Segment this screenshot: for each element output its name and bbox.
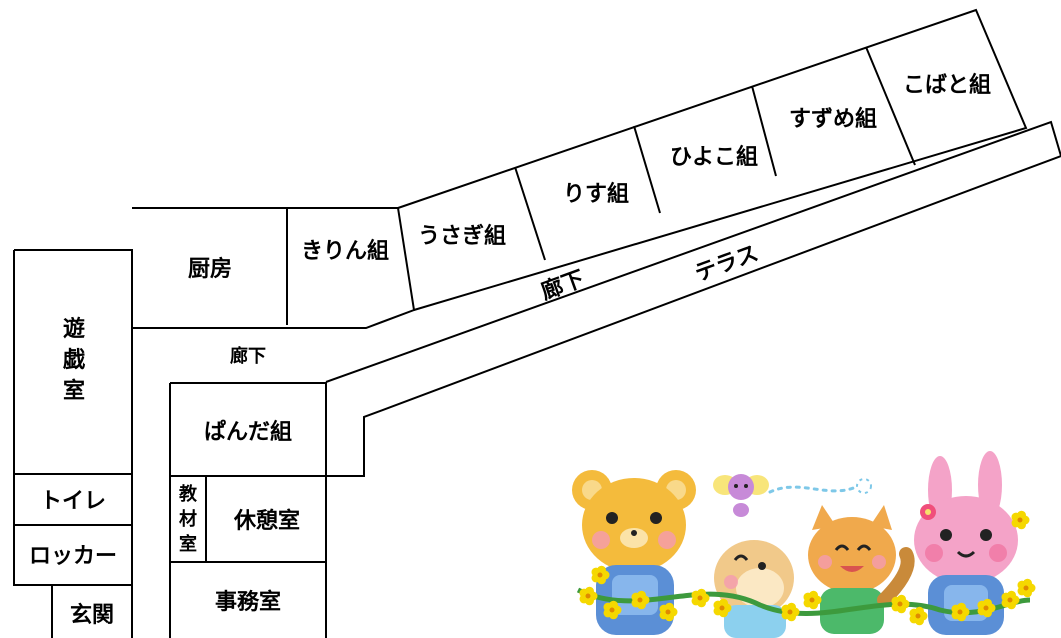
- room-materials-1: 教: [179, 483, 198, 505]
- flower-icon: [951, 602, 970, 622]
- bee-icon: [713, 474, 769, 517]
- room-panda: ぱんだ組: [204, 419, 292, 445]
- rabbit-icon: [914, 451, 1018, 635]
- flower-icon: [591, 565, 610, 585]
- flower-icon: [713, 598, 732, 618]
- flower-icon: [579, 586, 598, 606]
- room-usagi: うさぎ組: [418, 223, 506, 249]
- flower-icon: [631, 590, 650, 610]
- flower-garland: [576, 510, 1036, 626]
- animals-illustration: [572, 451, 1036, 638]
- room-toilet: トイレ: [40, 489, 106, 514]
- room-suzume: すずめ組: [789, 106, 877, 132]
- room-labels: 厨房 きりん組 うさぎ組 りす組 ひよこ組 すずめ組 こばと組 遊 戯 室 トイ…: [29, 72, 991, 628]
- flower-icon: [1017, 578, 1036, 598]
- room-playroom-2: 戯: [63, 347, 86, 373]
- flower-icon: [803, 590, 822, 610]
- terrace-outline: [325, 120, 1061, 477]
- flower-icon: [1011, 510, 1030, 530]
- flower-icon: [603, 600, 622, 620]
- room-kitchen: 厨房: [188, 256, 232, 282]
- room-locker: ロッカー: [29, 544, 117, 569]
- classroom-band-outline: [397, 8, 1028, 311]
- hamster-icon: [714, 540, 794, 638]
- lower-block-outline: [169, 382, 327, 638]
- room-kirin: きりん組: [301, 238, 389, 264]
- room-hiyoko: ひよこ組: [670, 144, 758, 170]
- room-entrance: 玄関: [70, 602, 114, 628]
- flight-path: [768, 484, 860, 494]
- cat-icon: [808, 505, 915, 634]
- corridor-lower: 廊下: [230, 345, 266, 367]
- room-playroom-1: 遊: [63, 316, 85, 342]
- room-kobato: こばと組: [903, 72, 991, 98]
- room-lounge: 休憩室: [233, 508, 300, 534]
- room-materials-3: 室: [179, 533, 197, 555]
- playroom-outline: [13, 249, 133, 638]
- flower-icon: [1001, 590, 1020, 610]
- flower-icon: [781, 602, 800, 622]
- room-materials-2: 材: [179, 508, 197, 530]
- walls: [13, 8, 1061, 638]
- flower-icon: [977, 598, 996, 618]
- flower-icon: [909, 606, 928, 626]
- flower-icon: [691, 588, 710, 608]
- room-playroom-3: 室: [63, 378, 85, 404]
- room-office: 事務室: [215, 589, 281, 615]
- flower-icon: [891, 594, 910, 614]
- bear-icon: [572, 470, 696, 635]
- kitchen-outline: [132, 207, 416, 329]
- flower-icon: [659, 602, 678, 622]
- room-risu: りす組: [563, 181, 629, 207]
